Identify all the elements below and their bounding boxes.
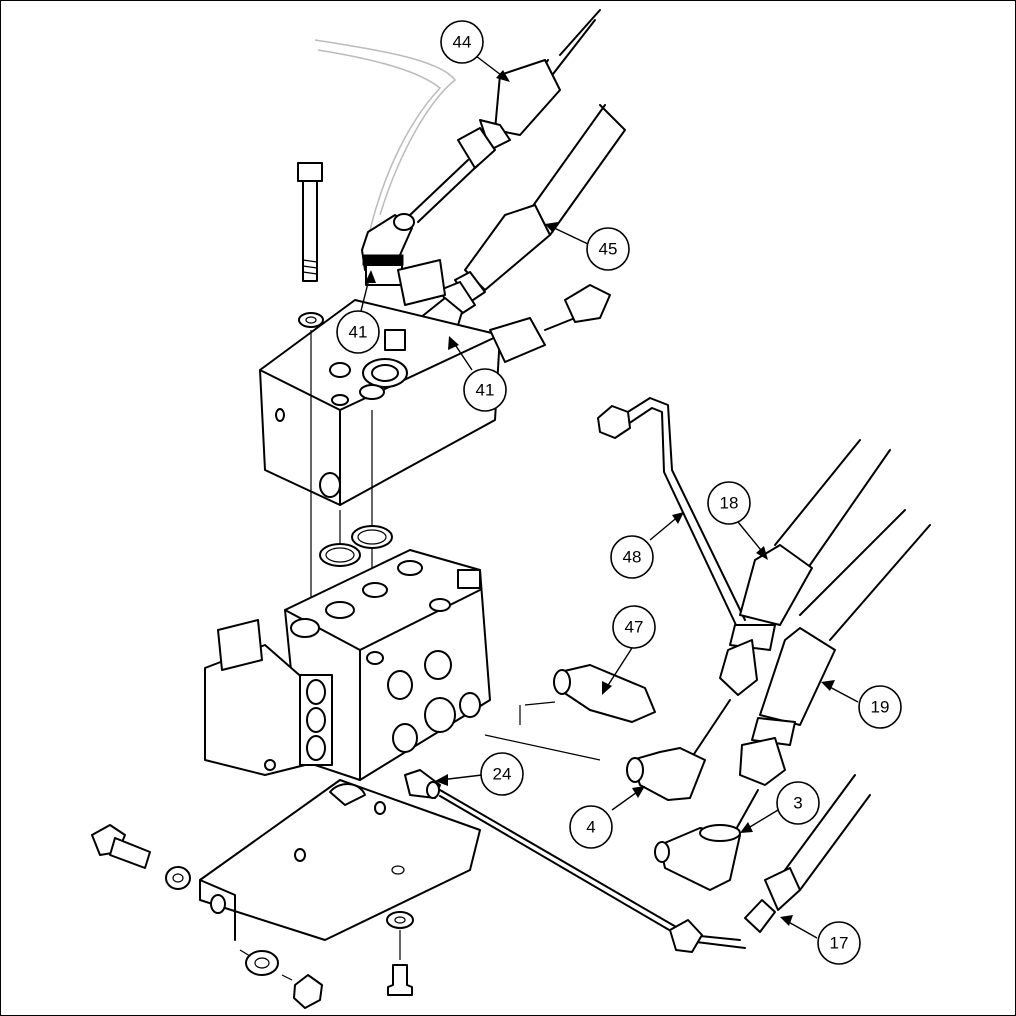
svg-text:24: 24	[493, 765, 512, 784]
washer-left	[165, 866, 191, 890]
elbow-fitting-4	[626, 747, 706, 801]
solenoid-coil	[204, 619, 333, 776]
arrow-48	[672, 512, 684, 524]
callout-19: 19	[858, 685, 902, 729]
callout-4: 4	[569, 805, 613, 849]
callout-24: 24	[480, 752, 524, 796]
elbow-fitting-47	[484, 664, 656, 761]
hose-19	[729, 509, 931, 841]
callout-44: 44	[440, 20, 484, 64]
svg-text:41: 41	[476, 381, 495, 400]
hose-18	[689, 439, 891, 761]
callout-45: 45	[586, 227, 630, 271]
arrow-45	[545, 222, 558, 233]
tube-17	[439, 774, 871, 953]
leader-3	[744, 809, 779, 831]
svg-text:48: 48	[623, 548, 642, 567]
leader-17	[784, 919, 818, 939]
callout-41-upper: 41	[336, 310, 380, 354]
svg-text:4: 4	[586, 818, 595, 837]
mounting-bracket	[199, 779, 481, 941]
callout-18: 18	[707, 481, 751, 525]
leader-47	[604, 647, 633, 691]
callout-48: 48	[610, 535, 654, 579]
svg-text:18: 18	[720, 494, 739, 513]
hose-background	[314, 39, 457, 231]
svg-text:3: 3	[793, 794, 802, 813]
arrow-4	[632, 786, 645, 798]
elbow-fitting-3	[654, 824, 741, 891]
arrow-41a	[365, 270, 376, 283]
callout-41-lower: 41	[463, 368, 507, 412]
hose-44	[409, 9, 601, 223]
svg-text:41: 41	[349, 323, 368, 342]
washer-small	[386, 911, 414, 929]
washer-top	[298, 312, 324, 328]
arrow-47	[602, 681, 612, 695]
bracket-bolt	[91, 824, 151, 869]
arrow-17	[780, 915, 793, 926]
fitting-24	[404, 769, 441, 799]
leader-45	[549, 225, 589, 245]
main-valve-body	[284, 549, 491, 781]
svg-text:19: 19	[871, 698, 890, 717]
elbow-fitting-41-a	[361, 213, 415, 286]
arrow-3	[740, 822, 753, 833]
svg-text:17: 17	[830, 934, 849, 953]
nut-bottom	[293, 974, 323, 1009]
callout-47: 47	[612, 605, 656, 649]
top-valve-block	[259, 259, 611, 506]
arrow-19	[821, 680, 835, 691]
arrow-44	[496, 70, 510, 82]
svg-text:44: 44	[453, 33, 472, 52]
callout-3: 3	[776, 781, 820, 825]
svg-text:47: 47	[625, 618, 644, 637]
arrow-18	[756, 546, 768, 560]
arrow-24	[435, 774, 448, 786]
arrow-41b	[448, 336, 459, 350]
stud-bottom	[387, 964, 413, 996]
long-bolt	[297, 162, 323, 282]
tube-48	[597, 397, 746, 626]
washer-bottom	[245, 950, 279, 976]
callout-17: 17	[817, 921, 861, 965]
hose-45	[439, 104, 626, 319]
svg-text:45: 45	[599, 240, 618, 259]
